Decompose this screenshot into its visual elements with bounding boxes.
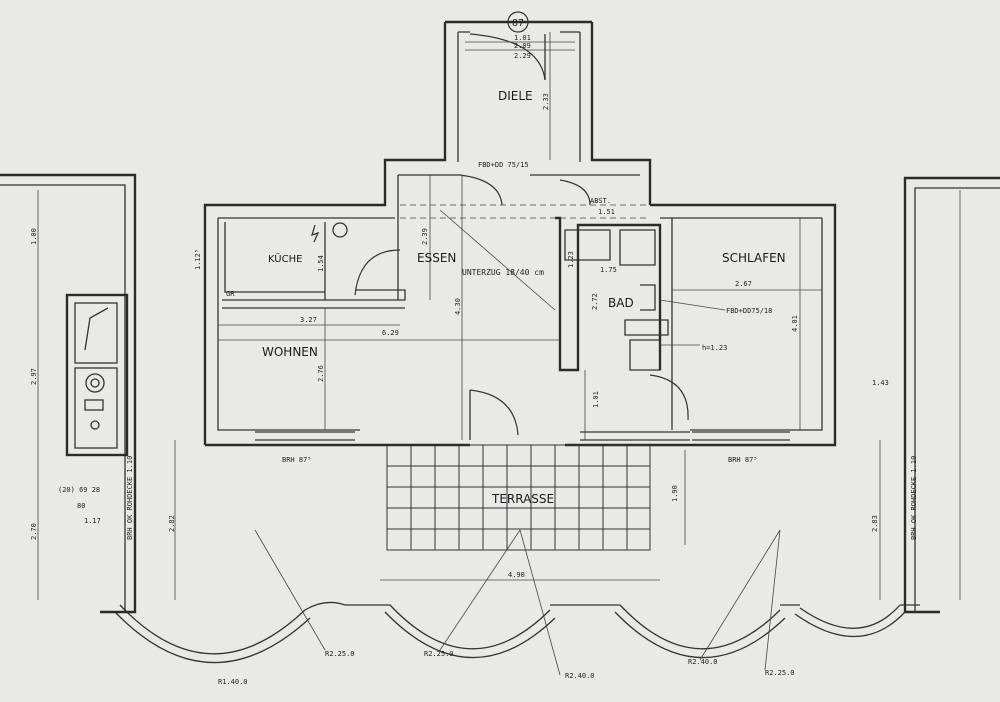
annotation-abst: ABST. xyxy=(590,197,611,205)
radius-r3: R2.40.0 xyxy=(565,672,595,680)
dim-154: 1.54 xyxy=(317,255,325,272)
dim-267: 2.67 xyxy=(735,280,752,288)
room-label-kueche: KÜCHE xyxy=(268,252,302,265)
dim-143: 1.43 xyxy=(872,379,889,387)
dim-327: 3.27 xyxy=(300,316,317,324)
annotation-fbd-diele: FBD+DD 75/15 xyxy=(478,161,529,169)
gr-tag: GR xyxy=(226,290,235,298)
terrace-outline xyxy=(114,440,920,676)
room-label-essen: ESSEN xyxy=(417,251,456,265)
dim-123: 1.23 xyxy=(567,251,575,268)
dim-151: 1.51 xyxy=(598,208,615,216)
diele-walls xyxy=(203,20,652,445)
dim-229: 2.29 xyxy=(514,52,531,60)
dim-190: 1.90 xyxy=(671,485,679,502)
room-label-diele: DIELE xyxy=(498,89,533,103)
dim-001: 1.01 xyxy=(592,391,600,408)
annotation-brh-ok-left: BRH OK ROHDECKE 1.10 xyxy=(126,456,134,540)
annotation-brh-ok-right: BRH OK ROHDECKE 1.10 xyxy=(910,456,918,540)
dim-272: 2.72 xyxy=(591,293,599,310)
side-walls xyxy=(0,173,1000,614)
dim-490: 4.90 xyxy=(508,571,525,579)
annotation-brh-right: BRH 87⁵ xyxy=(728,456,758,464)
room-label-terrasse: TERRASSE xyxy=(491,492,554,506)
terrace-tiles xyxy=(386,444,651,551)
dim-100: 1.00 xyxy=(30,228,38,245)
dim-239: 2.39 xyxy=(421,228,429,245)
radius-r2: R2.25.0 xyxy=(424,650,454,658)
plot-number: 87 xyxy=(512,18,524,29)
dim-629: 6.29 xyxy=(382,329,399,337)
dim-401: 4.01 xyxy=(791,315,799,332)
annotation-h-bad: h=1.23 xyxy=(702,344,727,352)
dim-430: 4.30 xyxy=(454,298,462,315)
radius-r6: R1.40.0 xyxy=(218,678,248,686)
dim-209: 2.09 xyxy=(514,42,531,50)
dim-283: 2.83 xyxy=(871,515,879,532)
interior-dimension-lines xyxy=(218,32,822,440)
dim-175: 1.75 xyxy=(600,266,617,274)
radius-r1: R2.25.0 xyxy=(325,650,355,658)
annotation-brh-left: BRH 87⁵ xyxy=(282,456,312,464)
dim-117: 1.17 xyxy=(84,517,101,525)
room-label-schlafen: SCHLAFEN xyxy=(722,251,786,265)
kitchen-fixtures xyxy=(311,222,348,243)
door-arcs xyxy=(354,174,689,440)
dim-233: 2.33 xyxy=(542,93,550,110)
room-label-wohnen: WOHNEN xyxy=(262,345,318,359)
plot-number-circle xyxy=(507,11,529,33)
dim-276: 2.76 xyxy=(317,365,325,382)
radius-r5: R2.25.0 xyxy=(765,669,795,677)
dim-box: (20) 69 28 xyxy=(58,486,100,494)
dim-270: 2.70 xyxy=(30,523,38,540)
dim-112: 1.12⁵ xyxy=(194,249,202,270)
side-appliance-block xyxy=(65,293,129,457)
room-label-bad: BAD xyxy=(608,296,634,310)
annotation-fbd-bad: FBD+DD75/18 xyxy=(726,307,772,315)
dim-282: 2.82 xyxy=(168,515,176,532)
dim-297: 2.97 xyxy=(30,368,38,385)
dim-80: 80 xyxy=(77,502,85,510)
annotation-unterzug: UNTERZUG 18/40 cm xyxy=(462,268,544,277)
radius-r4: R2.40.0 xyxy=(688,658,718,666)
dim-101: 1.01 xyxy=(514,34,531,42)
